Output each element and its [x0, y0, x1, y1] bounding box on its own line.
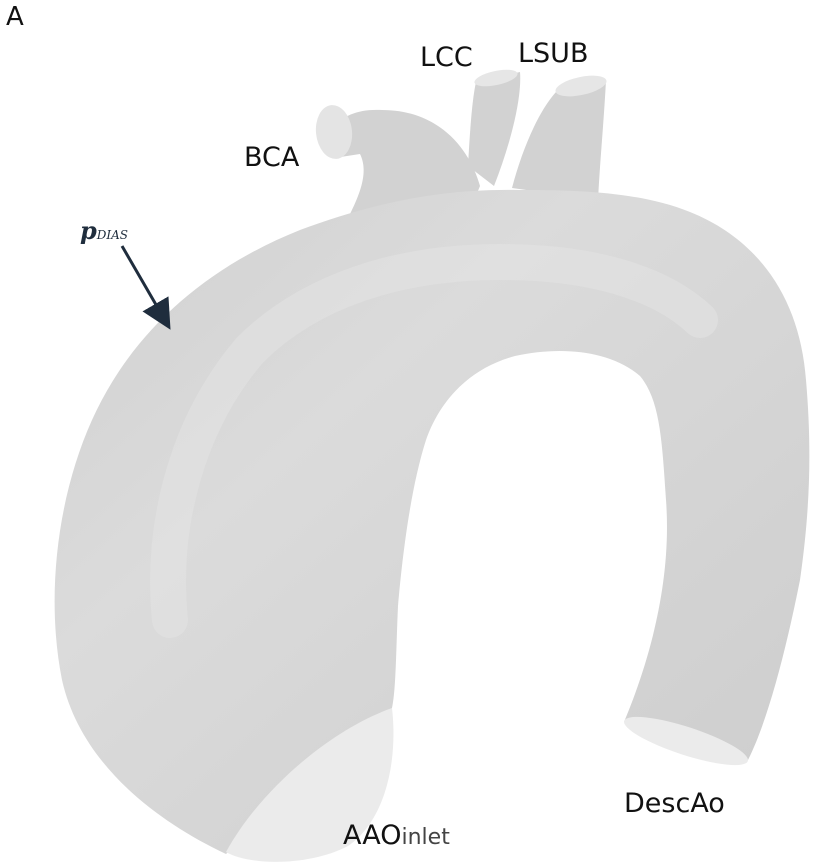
pressure-arrow	[122, 246, 166, 322]
lsub-label: LSUB	[518, 40, 588, 67]
pressure-symbol: p	[80, 216, 97, 245]
panel-letter: A	[6, 4, 24, 30]
aao-label-subscript: inlet	[401, 825, 449, 850]
lcc-label: LCC	[420, 44, 473, 71]
desc-ao-label: DescAo	[624, 790, 725, 817]
aao-inlet-label: AAOinlet	[343, 822, 450, 849]
pressure-subscript: DIAS	[97, 228, 128, 242]
lcc-branch	[468, 72, 520, 186]
aao-label-main: AAO	[343, 820, 401, 851]
lsub-branch	[512, 80, 606, 200]
pressure-label: pDIAS	[80, 216, 128, 245]
bca-label: BCA	[244, 144, 299, 171]
